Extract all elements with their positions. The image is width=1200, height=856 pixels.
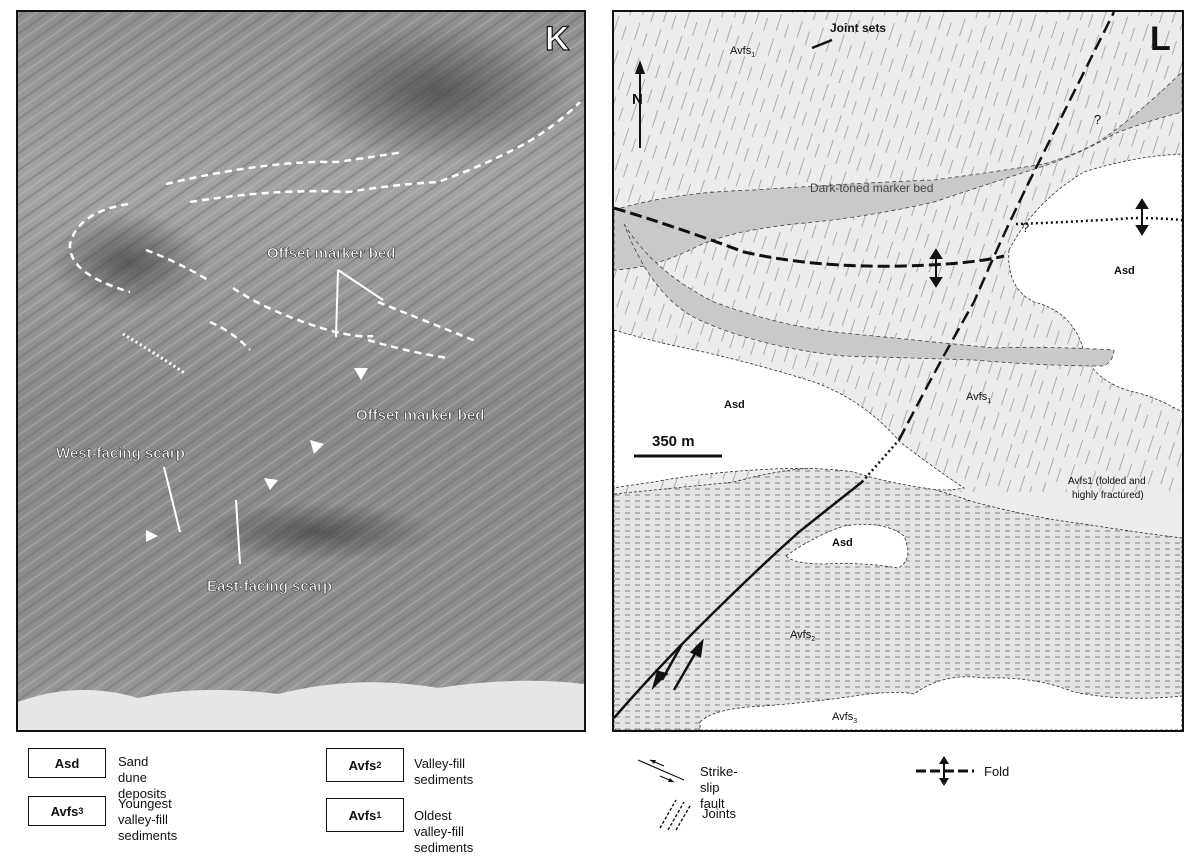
marker-bed-upper	[614, 71, 1182, 271]
legend-text-avfs3: Youngest valley-fill sediments	[118, 796, 178, 843]
panel-l-canvas: N Joint sets L 350 m ? ? Dark-toned mark…	[614, 12, 1182, 730]
north-arrow	[635, 60, 645, 148]
north-label: N	[632, 91, 643, 108]
unit-avfs3-area	[699, 676, 1182, 730]
panel-l-map: N Joint sets L 350 m ? ? Dark-toned mark…	[612, 10, 1184, 732]
label-east-facing-scarp: East-facing scarp	[207, 578, 332, 595]
legend-text-avfs1: Oldest valley-fill sediments	[414, 808, 474, 855]
fold-arrow-symbols	[929, 198, 1149, 288]
label-asd-small: Asd	[832, 537, 853, 549]
marker-bed-traces	[68, 101, 581, 360]
label-offset-marker-bed-lower: Offset marker bed	[356, 407, 484, 424]
fold-axis-main	[614, 206, 1005, 268]
unit-asd-right-area	[1008, 153, 1182, 413]
scale-label: 350 m	[652, 433, 695, 450]
label-avfs1-folded-line2: highly fractured)	[1072, 490, 1144, 501]
legend-box-asd: Asd	[28, 748, 106, 778]
unit-asd-left-area	[614, 329, 966, 491]
strike-slip-fault-dashed	[897, 12, 1116, 441]
question-mark: ?	[1022, 220, 1029, 235]
dark-terrain-patch	[198, 502, 438, 562]
fold-axis-dotted	[1015, 216, 1182, 226]
legend-text-fault: Strike-slip fault	[700, 764, 738, 811]
label-asd-right: Asd	[1114, 265, 1135, 277]
unit-asd-small-area	[785, 524, 909, 569]
panel-letter-l: L	[1150, 20, 1171, 58]
fold-icon	[916, 756, 974, 786]
label-asd-left: Asd	[724, 399, 745, 411]
north-arrow-icon	[635, 60, 645, 74]
legend-text-joints: Joints	[702, 806, 736, 821]
label-avfs2: Avfs2	[790, 629, 815, 643]
legend-text-avfs2: Valley-fill sediments	[414, 756, 474, 787]
label-avfs1-middle: Avfs1	[966, 391, 991, 405]
question-mark: ?	[1094, 112, 1101, 127]
legend-text-asd: Sand dune deposits	[118, 754, 167, 801]
legend-text-fold: Fold	[984, 764, 1010, 779]
dark-terrain-patch	[298, 22, 578, 162]
joint-sets-symbol	[811, 38, 833, 50]
label-west-facing-scarp: West-facing scarp	[56, 445, 185, 462]
strike-slip-fault-dotted	[861, 439, 900, 483]
strike-slip-fault-solid	[614, 481, 863, 719]
bright-ridge-bottom	[18, 680, 584, 730]
label-avfs1-folded-line1: Avfs1 (folded and	[1068, 476, 1146, 487]
strike-slip-fault-icon	[637, 759, 685, 783]
scarp-arrowheads	[146, 368, 368, 542]
label-marker-bed: Dark-toned marker bed	[810, 181, 933, 195]
panel-k-canvas: K Offset marker bed Offset marker bed We…	[18, 12, 584, 730]
dotted-marker-trace	[122, 332, 187, 376]
marker-bed-lower	[623, 223, 1115, 367]
dark-terrain-patch	[48, 212, 208, 312]
label-offset-marker-bed-upper: Offset marker bed	[267, 245, 395, 262]
panel-k-image: K Offset marker bed Offset marker bed We…	[16, 10, 586, 732]
fault-sense-arrows	[651, 638, 704, 691]
panel-letter-k: K	[545, 20, 570, 58]
label-avfs1-top: Avfs1	[730, 45, 755, 59]
joint-sets-label: Joint sets	[830, 21, 886, 35]
label-leaders	[163, 269, 384, 565]
joints-icon	[659, 799, 691, 831]
label-avfs3: Avfs3	[832, 711, 857, 725]
